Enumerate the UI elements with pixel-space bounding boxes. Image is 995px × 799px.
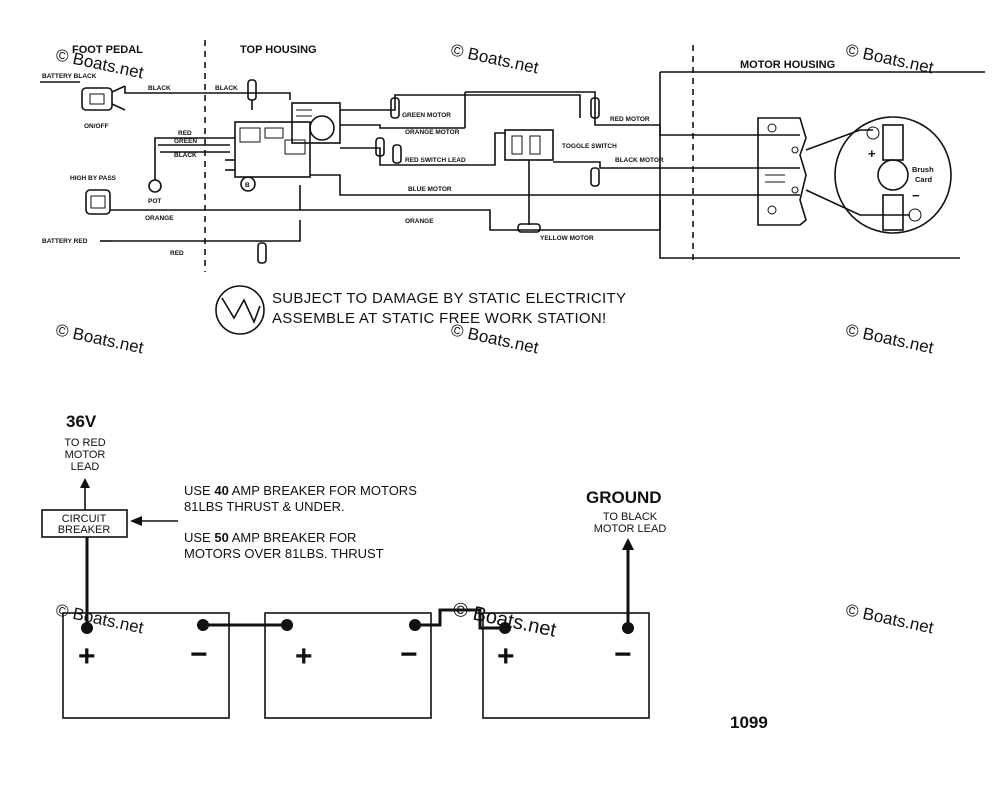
label-red-1: RED xyxy=(178,130,192,137)
label-pot: POT xyxy=(148,198,161,205)
connector-black xyxy=(247,79,257,110)
static-warning-icon xyxy=(215,285,265,335)
battery-1 xyxy=(62,612,230,719)
motor-housing-outline xyxy=(659,71,985,259)
label-card: Card xyxy=(915,175,933,184)
battery-3-minus: − xyxy=(614,638,632,671)
label-black-motor: BLACK MOTOR xyxy=(615,157,664,164)
svg-text:B: B xyxy=(245,182,250,189)
battery-3-negative-terminal xyxy=(622,622,634,634)
connector-red xyxy=(257,242,267,264)
connector-red-switch xyxy=(392,144,402,164)
circuit-breaker-box xyxy=(41,509,128,538)
label-brush: Brush xyxy=(912,165,934,174)
label-orange-2: ORANGE xyxy=(405,218,434,225)
connector-green-motor xyxy=(390,97,400,119)
brush-minus: − xyxy=(912,188,920,203)
brush-card xyxy=(805,116,952,234)
warning-line1: SUBJECT TO DAMAGE BY STATIC ELECTRICITY xyxy=(272,290,626,307)
label-ground: GROUND xyxy=(586,488,662,507)
label-red-2: RED xyxy=(170,250,184,257)
wire-yellow-motor xyxy=(520,200,661,231)
section-foot-pedal: FOOT PEDAL xyxy=(72,44,143,56)
wire-green-motor xyxy=(340,94,581,118)
toggle-switch xyxy=(504,129,554,225)
label-blue-motor: BLUE MOTOR xyxy=(408,186,452,193)
label-black-2: BLACK xyxy=(215,85,238,92)
label-black-3: BLACK xyxy=(174,152,197,159)
label-orange-1: ORANGE xyxy=(145,215,174,222)
arrow-head-up xyxy=(80,478,90,488)
note1: USE 40 AMP BREAKER FOR MOTORS xyxy=(184,483,417,498)
label-green: GREEN xyxy=(174,138,197,145)
wire-black-1 xyxy=(124,86,291,100)
wire-orange-motor xyxy=(340,124,465,129)
watermark-center: © Boats.net xyxy=(451,598,559,641)
controller-board: B xyxy=(225,121,311,192)
watermark: © Boats.net xyxy=(54,320,145,357)
note1-line2: 81LBS THRUST & UNDER. xyxy=(184,499,345,514)
label-battery-black: BATTERY BLACK xyxy=(42,73,97,80)
battery-3-plus: + xyxy=(497,640,515,673)
section-top-housing: TOP HOUSING xyxy=(240,44,317,56)
wire-blue-motor xyxy=(310,174,800,196)
relay xyxy=(291,102,341,144)
battery-2 xyxy=(264,612,432,719)
high-bypass-switch xyxy=(85,189,111,215)
label-36v: 36V xyxy=(66,412,97,431)
breaker-line1: CIRCUIT xyxy=(62,513,107,525)
label-red-switch-lead: RED SWITCH LEAD xyxy=(405,157,466,164)
connector-yellow xyxy=(517,223,541,233)
wire-red-2 xyxy=(112,220,301,242)
brush-plus: + xyxy=(868,146,876,161)
label-battery-red: BATTERY RED xyxy=(42,238,88,245)
label-orange-motor: ORANGE MOTOR xyxy=(405,129,460,136)
label-yellow-motor: YELLOW MOTOR xyxy=(540,235,594,242)
to-red-line3: LEAD xyxy=(71,461,100,473)
wire-black-motor xyxy=(553,161,800,169)
label-green-motor: GREEN MOTOR xyxy=(402,112,451,119)
connector-red-motor xyxy=(590,97,600,119)
note2: USE 50 AMP BREAKER FOR xyxy=(184,530,356,545)
to-red-line2: MOTOR xyxy=(65,449,106,461)
label-high-by-pass: HIGH BY PASS xyxy=(70,175,117,182)
breaker-line2: BREAKER xyxy=(58,524,111,536)
wire-red-switch-lead xyxy=(340,132,505,166)
label-on-off: ON/OFF xyxy=(84,123,109,130)
wire-orange-2 xyxy=(300,209,520,231)
figure-number: 1099 xyxy=(730,713,768,732)
jumper-2-3 xyxy=(415,608,505,630)
terminal-block xyxy=(757,117,807,226)
ground-arrow-head xyxy=(622,538,634,550)
note2-line2: MOTORS OVER 81LBS. THRUST xyxy=(184,546,384,561)
label-black-1: BLACK xyxy=(148,85,171,92)
wire-red-1 xyxy=(154,137,235,145)
battery-1-plus: + xyxy=(78,640,96,673)
wire-red-motor xyxy=(464,91,800,136)
connector-black-motor xyxy=(590,167,600,187)
on-off-switch xyxy=(81,85,126,111)
watermark: © Boats.net xyxy=(449,40,540,77)
warning-line2: ASSEMBLE AT STATIC FREE WORK STATION! xyxy=(272,310,606,327)
to-red-line1: TO RED xyxy=(64,437,105,449)
battery-2-plus: + xyxy=(295,640,313,673)
watermark: © Boats.net xyxy=(54,600,145,637)
arrow-head-left xyxy=(130,516,142,526)
label-toggle-switch: TOGGLE SWITCH xyxy=(562,143,617,150)
label-red-motor: RED MOTOR xyxy=(610,116,650,123)
connector-orange xyxy=(375,137,385,157)
to-black-line2: MOTOR LEAD xyxy=(594,523,667,535)
watermark: © Boats.net xyxy=(844,600,935,637)
battery-1-minus: − xyxy=(190,638,208,671)
battery-2-minus: − xyxy=(400,638,418,671)
potentiometer xyxy=(148,145,162,193)
battery-3 xyxy=(482,612,650,719)
to-black-line1: TO BLACK xyxy=(603,511,658,523)
watermark: © Boats.net xyxy=(844,320,935,357)
section-motor-housing: MOTOR HOUSING xyxy=(740,59,835,71)
